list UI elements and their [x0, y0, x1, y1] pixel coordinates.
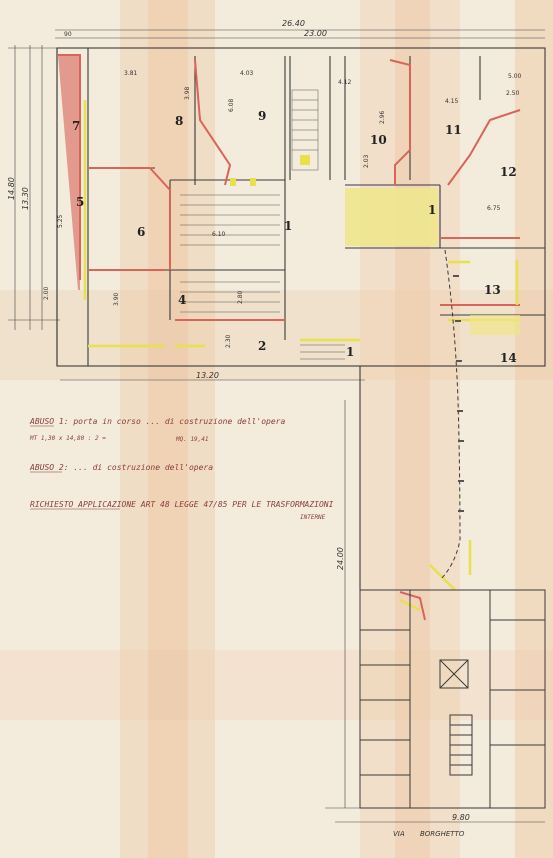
dim-415: 4.15 — [445, 98, 459, 105]
marker-yellow-3 — [300, 155, 310, 165]
room-label-6: 6 — [137, 225, 145, 239]
dim-top-left: 90 — [64, 31, 72, 38]
stairs-hatch — [180, 89, 345, 360]
note-abuso-1: ABUSO 1: porta in corso ... di costruzio… — [29, 417, 285, 426]
room-label-9: 9 — [258, 109, 266, 123]
street-prefix: VIA — [393, 830, 405, 838]
dim-280: 2.80 — [237, 290, 244, 304]
note-richiesto: RICHIESTO APPLICAZIONE ART 48 LEGGE 47/8… — [30, 500, 334, 509]
room-label-1-stair: 1 — [284, 219, 292, 233]
walls-lower-wing — [359, 589, 546, 809]
note-richiesto-2: INTERNE — [300, 514, 326, 521]
dim-230: 2.30 — [225, 334, 232, 348]
dim-vertical-long: 24.00 — [336, 547, 345, 570]
yellow-area-2 — [470, 315, 520, 335]
dim-381: 3.81 — [124, 70, 138, 77]
street-name: BORGHETTO — [420, 830, 465, 838]
dim-top-overall: 26.40 — [282, 19, 305, 28]
room-label-2: 2 — [258, 339, 266, 353]
yellow-area — [345, 188, 438, 246]
dim-left-inner: 13.30 — [21, 187, 30, 210]
dim-390: 3.90 — [113, 292, 120, 306]
note-abuso-2: ABUSO 2: ... di costruzione dell'opera — [29, 463, 213, 472]
facade-openings — [453, 275, 464, 512]
room-label-10: 10 — [370, 133, 387, 147]
dim-500: 5.00 — [508, 73, 522, 80]
dim-lower-right: 9.80 — [452, 813, 470, 822]
room-label-4: 4 — [178, 293, 186, 307]
dim-403: 4.03 — [240, 70, 254, 77]
marker-yellow-2 — [250, 178, 256, 186]
note-calc: MT 1,30 x 14,80 : 2 = — [29, 435, 106, 442]
marker-yellow-1 — [230, 178, 236, 186]
dim-675: 6.75 — [487, 205, 501, 212]
dim-412: 4.12 — [338, 79, 352, 86]
room-label-13: 13 — [484, 283, 501, 297]
dim-bottom-width: 13.20 — [196, 371, 219, 380]
room-label-1-hall: 1 — [428, 203, 436, 217]
dim-top-inner: 23.00 — [304, 29, 327, 38]
dim-525: 5.25 — [57, 214, 64, 228]
dim-398: 3.98 — [184, 86, 191, 100]
room-label-8: 8 — [175, 114, 183, 128]
dim-200: 2.00 — [43, 286, 50, 300]
dim-203: 2.03 — [363, 154, 370, 168]
dim-left-overall: 14.80 — [7, 177, 16, 200]
room-label-5: 5 — [76, 195, 84, 209]
room-label-1-entry: 1 — [346, 345, 354, 359]
room-label-7: 7 — [72, 119, 80, 133]
dim-250: 2.50 — [506, 90, 520, 97]
note-calc-result: MQ. 19,41 — [175, 436, 209, 443]
room-label-14: 14 — [500, 351, 517, 365]
dim-296: 2.96 — [379, 110, 386, 124]
room-label-12: 12 — [500, 165, 517, 179]
dim-608: 6.08 — [228, 98, 235, 112]
dim-610: 6.10 — [212, 231, 226, 238]
red-fill-strip — [58, 55, 80, 290]
room-label-11: 11 — [445, 123, 462, 137]
